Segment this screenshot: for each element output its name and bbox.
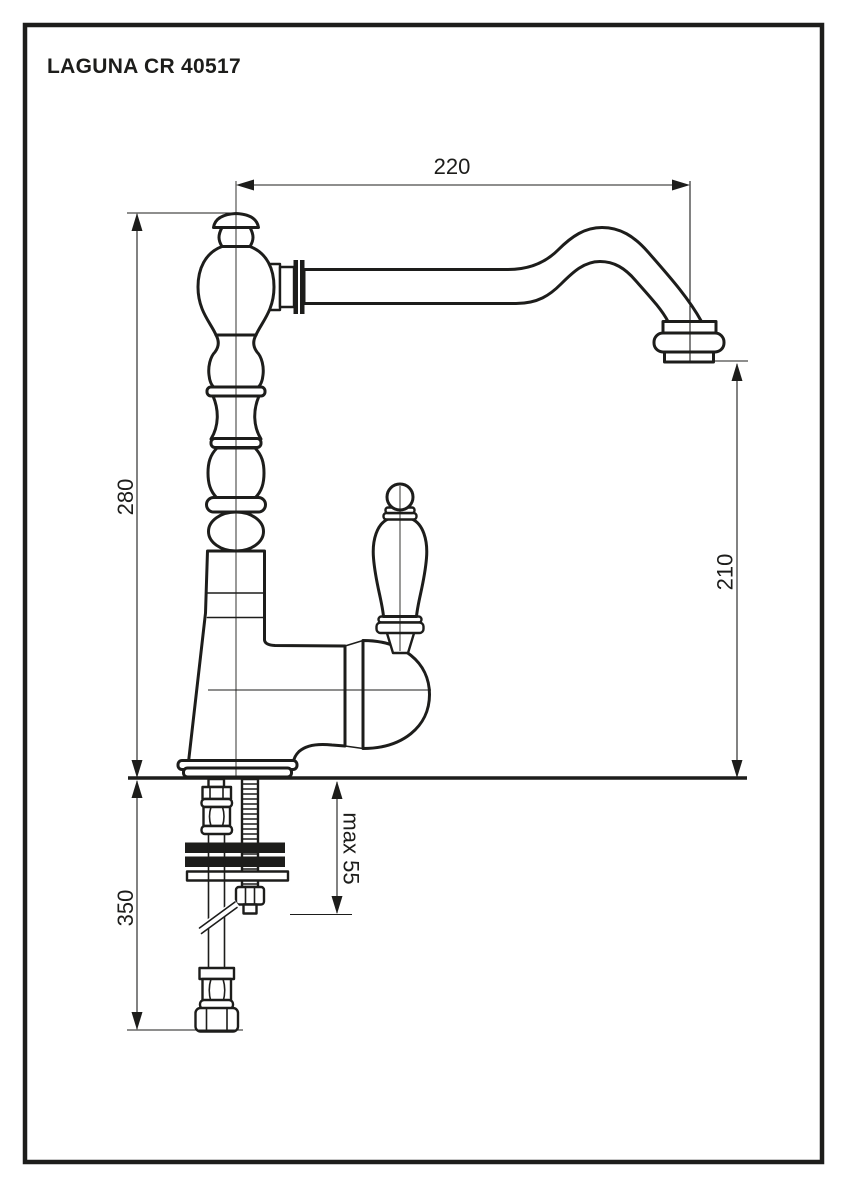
max-deck-thickness-dimension-label: max 55 [339,812,364,884]
hose-break-gap [195,899,240,935]
fixing-nut [234,885,266,906]
hose-hex-collar [201,785,233,801]
rubber-washer-2 [185,856,285,867]
supply-hose [194,777,240,1033]
spout-reach-dimension-label: 220 [434,154,471,179]
stud-tail [242,903,258,915]
dimension-outlet-height: 210 [701,360,748,778]
dimension-annotations: 220 280 210 350 max 55 [113,154,748,1031]
valve-cap [361,639,431,750]
dimension-max-deck-thickness: max 55 [290,781,364,916]
hose-braid-upper [202,805,232,828]
hose-tube [207,833,226,969]
faucet-body [176,549,431,779]
hose-end-hex-flats [205,1008,228,1032]
faucet-drawing [128,181,747,1033]
stud-threads [242,783,258,885]
body-outline [187,549,347,764]
hose-bead-2 [200,824,234,836]
hose-braid-lines [208,806,225,827]
dimension-total-height: 280 [113,213,143,778]
valve-seams [344,639,364,750]
faucet-spout [264,226,726,364]
drawing-frame [22,22,825,1165]
centerlines [208,181,431,777]
fixing-nut-flats [244,886,256,906]
hose-end-braid [201,977,233,1004]
mounting-hardware [185,777,290,915]
hose-hex-flats [209,786,224,800]
spout-outlet-fitting [652,320,726,364]
total-height-dimension-label: 280 [113,479,138,516]
rubber-washer-1 [185,842,285,853]
hose-length-dimension-label: 350 [113,890,138,927]
dimension-spout-reach: 220 [127,154,691,361]
hose-end-hex-nut [194,1006,240,1033]
drawing-title: LAGUNA CR 40517 [47,55,241,78]
hose-break-lines [198,901,238,935]
hose-end-collar [198,966,236,981]
dimension-hose-length: 350 [113,780,243,1031]
metal-washer [185,870,290,882]
base-skirt-lower [182,766,293,779]
outlet-height-dimension-label: 210 [713,554,738,591]
